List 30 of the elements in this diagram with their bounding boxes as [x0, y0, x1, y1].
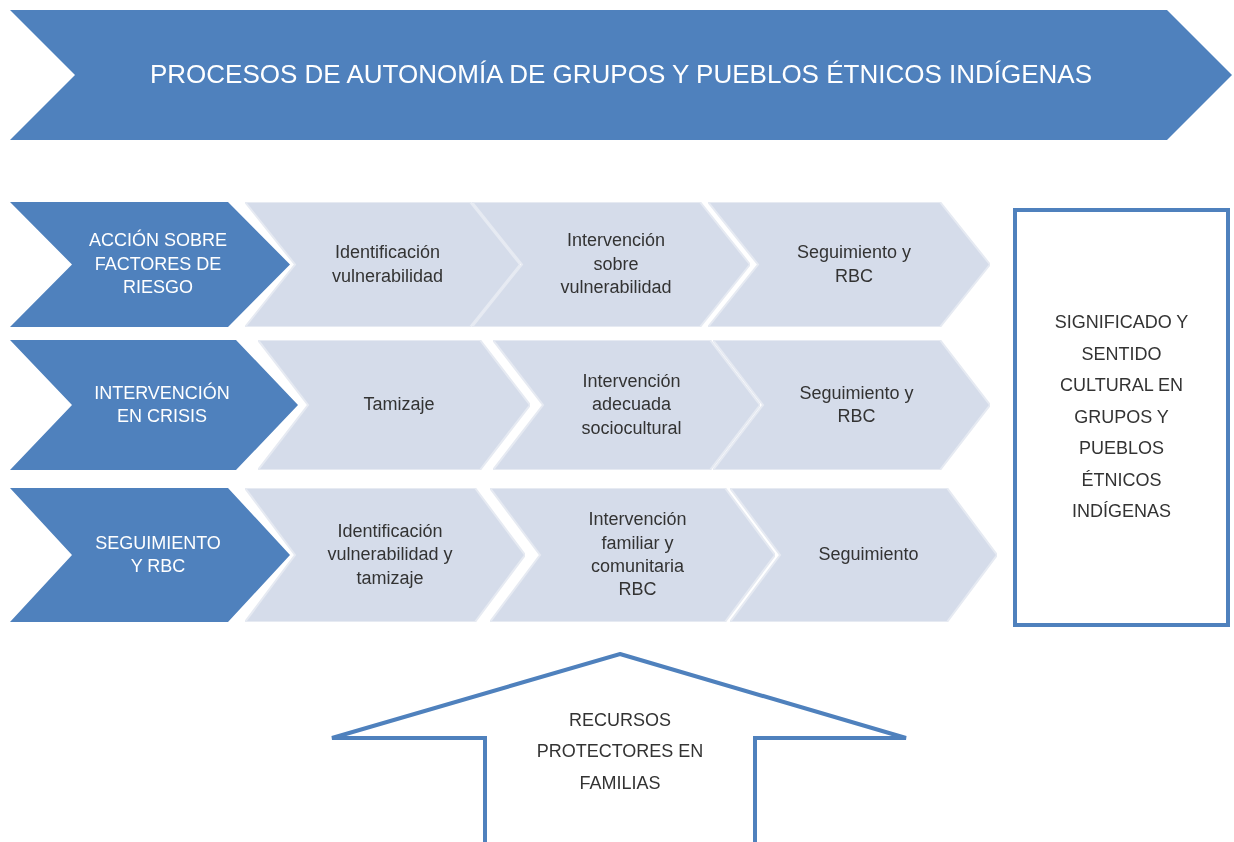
box-text: SIGNIFICADO Y SENTIDO CULTURAL EN GRUPOS Y PUEBLOS ÉTNICOS INDÍGENAS [1053, 311, 1190, 524]
process-step [245, 202, 520, 327]
title-text: PROCESOS DE AUTONOMÍA DE GRUPOS Y PUEBLOS ÉTNICOS INDÍGENAS [149, 58, 1093, 92]
process-step [258, 340, 530, 470]
up-arrow-shape [330, 652, 908, 842]
category-step [10, 202, 290, 327]
process-step [472, 202, 750, 327]
arrow-text: RECURSOS PROTECTORES EN FAMILIAS [535, 708, 705, 795]
step-label: Seguimiento y RBC [795, 241, 913, 288]
process-step [713, 340, 990, 470]
step-label: Identificación vulnerabilidad [330, 241, 445, 288]
step-label: Identificación vulnerabilidad y tamizaje [326, 519, 454, 590]
process-step [245, 488, 525, 622]
step-label: ACCIÓN SOBRE FACTORES DE RIESGO [88, 228, 228, 300]
process-step [730, 488, 997, 622]
title-chevron [10, 10, 1232, 140]
process-step [708, 202, 990, 327]
step-label: Intervención familiar y comunitaria RBC [587, 508, 688, 602]
category-step [10, 488, 290, 622]
step-label: SEGUIMIENTO Y RBC [94, 531, 222, 578]
step-label: Intervención adecuada sociocultural [580, 369, 683, 440]
step-label: INTERVENCIÓN EN CRISIS [93, 381, 231, 428]
step-label: Seguimiento y RBC [799, 381, 914, 428]
step-label: Intervención sobre vulnerabilidad [559, 229, 673, 300]
text-box [1013, 208, 1230, 627]
category-step [10, 340, 298, 470]
step-label: Tamizaje [362, 393, 436, 417]
process-step [490, 488, 775, 622]
step-label: Seguimiento [817, 543, 920, 567]
process-step [493, 340, 760, 470]
